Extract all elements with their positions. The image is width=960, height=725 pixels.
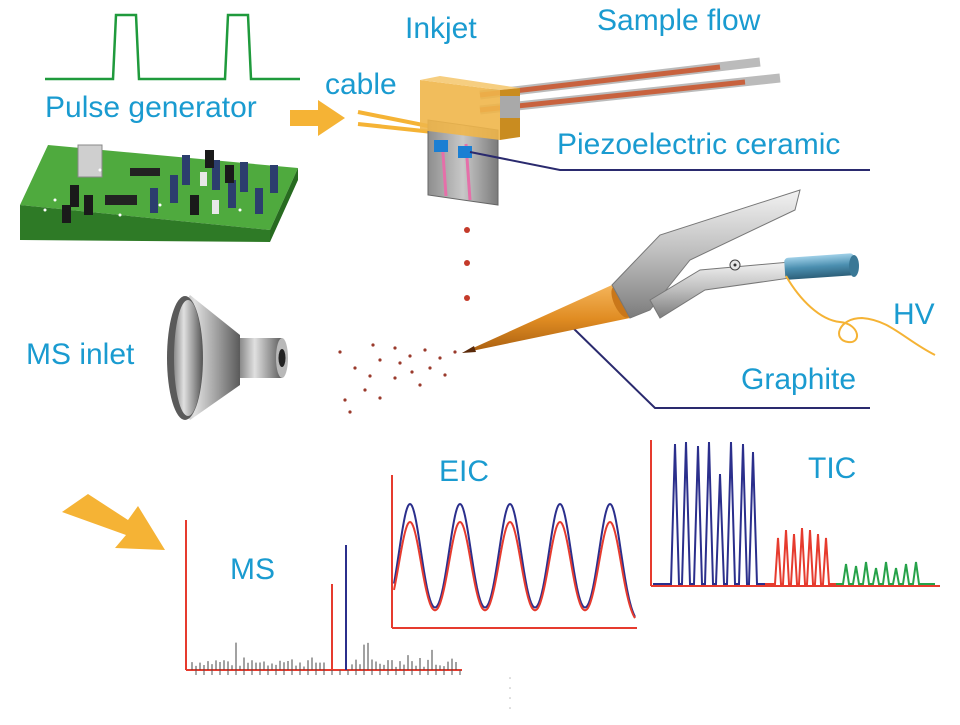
ms-spectrum-plot [185,520,462,675]
leader-line-piezo [469,151,870,171]
label-ms-inlet: MS inlet [26,338,135,371]
label-piezoelectric-ceramic: Piezoelectric ceramic [557,128,841,161]
tic-trace-green [836,561,935,585]
label-sample-flow: Sample flow [597,4,761,37]
graphite-electrode-icon [462,285,631,353]
tic-plot [650,440,940,587]
tic-trace-red [765,527,836,585]
ms-peaks [191,642,461,675]
inkjet-head-icon [420,76,520,206]
alligator-clip-icon [611,189,801,319]
eic-trace-red [393,520,636,619]
pulse-waveform [45,13,300,81]
label-pulse-generator: Pulse generator [45,91,257,124]
ms-inlet-cone-icon [167,295,288,420]
tic-trace-blue [653,441,765,585]
leader-line-graphite [569,324,870,409]
hv-connector-icon [784,253,936,356]
label-graphite: Graphite [741,363,857,396]
decor-dots [509,677,511,709]
sample-flow-tubes [479,57,781,115]
label-inkjet: Inkjet [405,12,477,45]
pulse-generator-board-icon [20,144,298,242]
label-hv: HV [893,298,935,331]
spray-plume [338,343,457,414]
droplets [464,227,470,301]
arrow-icon [62,494,165,550]
eic-trace-blue [393,502,636,618]
eic-plot [391,475,637,629]
label-ms: MS [230,553,275,586]
piezo-element-icon [434,140,472,158]
label-tic: TIC [808,452,857,485]
hv-wire [785,275,936,356]
label-eic: EIC [439,455,490,488]
label-cable: cable [325,68,397,101]
arrow-icon [290,100,345,136]
